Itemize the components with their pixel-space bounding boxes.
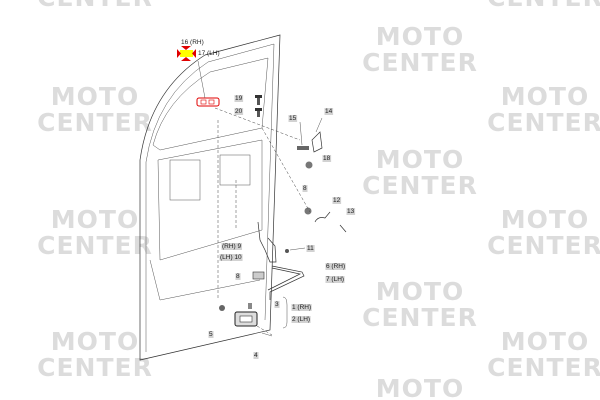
callout-1: 1 (RH) — [292, 304, 311, 311]
callout-15: 15 — [289, 115, 297, 122]
watermark-text: MOTO — [376, 22, 464, 51]
callout-10: (LH) 10 — [220, 254, 242, 261]
callout-box — [221, 243, 243, 250]
callout-box — [208, 331, 214, 338]
watermark-text: CENTER — [37, 108, 153, 137]
highlighted-part-16-17 — [196, 97, 220, 107]
watermark-text: CENTER — [487, 353, 600, 382]
watermark-text: MOTO — [501, 327, 589, 356]
callout-4: 4 — [254, 352, 258, 359]
watermark-text: MOTO — [51, 327, 139, 356]
callout-box — [253, 352, 259, 359]
callout-18: 18 — [323, 155, 331, 162]
bolts-19-20 — [255, 95, 262, 117]
watermark-text: CENTER — [362, 171, 478, 200]
watermark-text: MOTO — [376, 145, 464, 174]
watermark-text: CENTER — [362, 303, 478, 332]
watermark-text: MOTO — [501, 205, 589, 234]
callout-8a: 8 — [303, 185, 307, 192]
hinge-14-15 — [297, 117, 323, 153]
watermark-text: CENTER — [362, 48, 478, 77]
callout-14: 14 — [325, 108, 333, 115]
callout-9: (RH) 9 — [222, 243, 242, 250]
callout-13: 13 — [347, 208, 355, 215]
screw-13 — [339, 224, 347, 233]
callout-6: 6 (RH) — [326, 263, 345, 270]
marker-icon — [177, 46, 196, 61]
callout-box — [325, 263, 346, 270]
watermark-text: CENTER — [37, 231, 153, 260]
callout-box — [332, 197, 342, 204]
watermark-text: MOTO — [376, 277, 464, 306]
callout-19: 19 — [235, 95, 243, 102]
watermark-text: MOTO — [51, 205, 139, 234]
callout-box — [291, 304, 312, 311]
callout-box — [291, 316, 311, 323]
nut-8 — [304, 207, 312, 215]
callout-box — [235, 273, 241, 280]
callout-5: 5 — [209, 331, 213, 338]
lock-rod-assembly — [219, 221, 306, 337]
callout-box — [346, 208, 356, 215]
callout-7: 7 (LH) — [326, 276, 344, 283]
callout-box — [306, 245, 315, 252]
watermark-text: MOTO — [501, 82, 589, 111]
callout-box — [274, 301, 280, 308]
callout-box — [302, 185, 308, 192]
watermark-text: CENTER — [487, 231, 600, 260]
watermark-text: MOTO — [51, 82, 139, 111]
callout-box — [324, 108, 334, 115]
watermark-text: CENTER — [37, 353, 153, 382]
door-panel — [139, 34, 281, 361]
watermark-text: CENTER — [487, 0, 600, 12]
callout-box — [234, 95, 244, 102]
callout-box — [288, 115, 298, 122]
callout-11: 11 — [307, 245, 314, 252]
callout-box — [325, 276, 345, 283]
callout-17: 17 (LH) — [198, 50, 220, 57]
watermark-text: CENTER — [487, 108, 600, 137]
watermark-layer: CENTERCENTERMOTOCENTERMOTOCENTERMOTOCENT… — [37, 0, 600, 400]
callout-2: 2 (LH) — [292, 316, 310, 323]
callout-16: 16 (RH) — [181, 39, 204, 46]
callout-3: 3 — [275, 301, 279, 308]
callout-box — [234, 108, 244, 115]
callout-labels: 16 (RH) 17 (LH) 19 20 15 14 18 8 12 13 (RH) 9 (LH) … — [181, 39, 356, 359]
watermark-text: CENTER — [37, 0, 153, 12]
clip-12 — [314, 211, 331, 223]
callout-box — [322, 155, 332, 162]
watermark-text: MOTO — [376, 374, 464, 400]
callout-20: 20 — [235, 108, 243, 115]
nut-18 — [305, 161, 313, 169]
callout-8b: 8 — [236, 273, 240, 280]
callout-box — [219, 254, 243, 261]
callout-12: 12 — [333, 197, 341, 204]
